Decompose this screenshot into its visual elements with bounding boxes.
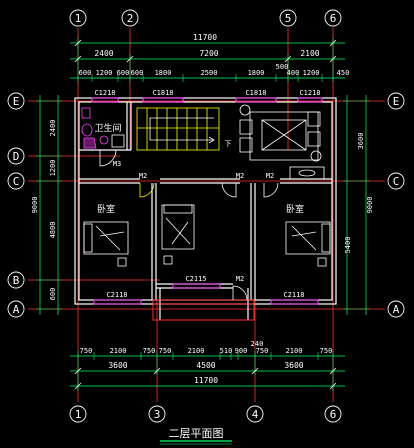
axis-lines	[28, 28, 385, 402]
bed-middle	[161, 204, 195, 265]
axis-bottom-1: 1	[75, 408, 82, 421]
staircase	[136, 107, 220, 151]
axis-bubbles	[7, 9, 405, 423]
axis-left-C: C	[13, 175, 20, 188]
dim-top-7200: 7200	[199, 49, 218, 58]
axis-top-5: 5	[285, 12, 292, 25]
bed-right	[285, 221, 331, 267]
dim-bot-510: 510	[220, 347, 233, 355]
drawing-title: 二层平面图	[169, 427, 224, 440]
axis-left-D: D	[13, 150, 20, 163]
dim-top3-1200b: 1200	[303, 69, 320, 77]
axis-right-A: A	[393, 303, 400, 316]
room-label-bedroom-left: 卧室	[97, 203, 115, 215]
dim-top-2400: 2400	[94, 49, 113, 58]
dim-top-total: 11700	[193, 33, 217, 42]
dim-bot-2100b: 2100	[188, 347, 205, 355]
bathroom-fixtures	[81, 107, 125, 149]
window-c1218-right: C1218	[299, 89, 320, 97]
dim-bot-750b: 750	[143, 347, 156, 355]
doors	[99, 149, 279, 301]
dim-bot-750c: 750	[159, 347, 172, 355]
dim-left-1200: 1200	[49, 160, 57, 177]
dim-left-4800: 4800	[49, 222, 57, 239]
dim-top3-1200a: 1200	[96, 69, 113, 77]
dim-left-total: 9000	[31, 197, 39, 214]
door-m2-a: M2	[139, 172, 147, 180]
dim-top3-400: 400	[287, 69, 300, 77]
axis-right-E: E	[393, 95, 400, 108]
dim-bot-2100c: 2100	[286, 347, 303, 355]
axis-bottom-4: 4	[252, 408, 259, 421]
dim-bot-240: 240	[251, 340, 264, 348]
window-c1818-right: C1818	[245, 89, 266, 97]
window-c2118-left: C2118	[106, 291, 127, 299]
dim-bot-total: 11700	[194, 376, 218, 385]
window-c1818-left: C1818	[152, 89, 173, 97]
dim-right-3600: 3600	[357, 133, 365, 150]
sofa-set	[239, 104, 322, 162]
dim-top3-500: 500	[276, 63, 289, 71]
dim-left-2400: 2400	[49, 120, 57, 137]
dim-top3-600a: 600	[79, 69, 92, 77]
dim-right-total: 9000	[366, 197, 374, 214]
dim-top3-450: 450	[337, 69, 350, 77]
dim-bot-900: 900	[235, 347, 248, 355]
axis-left-B: B	[13, 274, 20, 287]
bed-left	[83, 221, 129, 267]
dim-bot-2100a: 2100	[110, 347, 127, 355]
door-m2-d: M2	[236, 275, 244, 283]
door-m2-c: M2	[266, 172, 274, 180]
room-label-bedroom-right: 卧室	[286, 203, 304, 215]
stair-down-label: 下	[225, 140, 232, 148]
dim-bot-750a: 750	[80, 347, 93, 355]
dim-top3-600c: 600	[131, 69, 144, 77]
door-m3: M3	[113, 160, 121, 168]
dimension-lines	[36, 38, 370, 391]
dim-top3-1800b: 1800	[248, 69, 265, 77]
dim-top3-2500: 2500	[201, 69, 218, 77]
axis-left-A: A	[13, 303, 20, 316]
dim-bot-3600b: 3600	[284, 361, 303, 370]
room-label-bathroom: 卫生间	[94, 122, 121, 134]
axis-bottom-6: 6	[330, 408, 337, 421]
axis-bottom-3: 3	[154, 408, 161, 421]
dim-bot-750d: 750	[256, 347, 269, 355]
windows	[91, 97, 323, 305]
cabinet	[289, 166, 325, 180]
dim-top3-600b: 600	[117, 69, 130, 77]
dim-right-5400: 5400	[344, 237, 352, 254]
axis-top-2: 2	[127, 12, 134, 25]
dim-left-600: 600	[49, 288, 57, 301]
axis-left-E: E	[13, 95, 20, 108]
axis-top-1: 1	[75, 12, 82, 25]
dim-bot-4500: 4500	[196, 361, 215, 370]
window-c2118-right: C2118	[283, 291, 304, 299]
dim-bot-750e: 750	[320, 347, 333, 355]
dim-bot-3600a: 3600	[108, 361, 127, 370]
axis-top-6: 6	[330, 12, 337, 25]
axis-right-C: C	[393, 175, 400, 188]
window-c2115: C2115	[185, 275, 206, 283]
dim-top-2100: 2100	[300, 49, 319, 58]
dim-top3-1800a: 1800	[155, 69, 172, 77]
balcony	[152, 299, 255, 321]
window-c1218-left: C1218	[94, 89, 115, 97]
door-m2-b: M2	[236, 172, 244, 180]
